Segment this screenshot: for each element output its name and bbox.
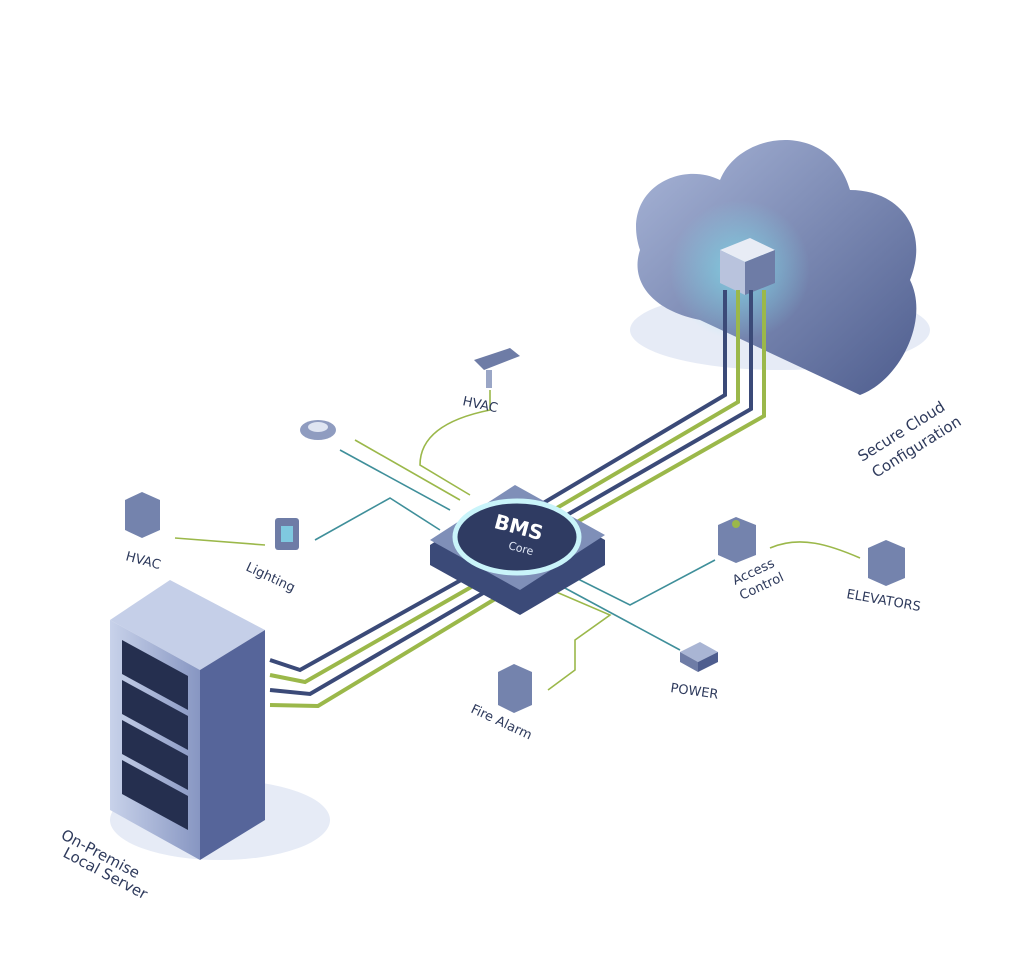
power-device[interactable]: POWER	[669, 642, 719, 703]
lighting-device[interactable]: Lighting	[243, 518, 299, 596]
on-premise-server[interactable]	[110, 580, 330, 860]
hvac-top-label: HVAC	[461, 394, 499, 416]
hvac-left-device[interactable]: HVAC	[124, 492, 162, 573]
hvac-top-device[interactable]: HVAC	[461, 348, 520, 416]
secure-cloud	[630, 140, 930, 395]
fire-alarm-device[interactable]: Fire Alarm	[468, 664, 534, 743]
cloud-gateway-icon	[720, 238, 775, 295]
hvac-left-label: HVAC	[124, 549, 162, 573]
cloud-trunk-cables	[538, 290, 766, 528]
access-control-device[interactable]: Access Control	[718, 517, 786, 604]
device-links	[174, 390, 861, 691]
elevators-device[interactable]: ELEVATORS	[845, 540, 922, 615]
bms-core[interactable]: BMS Core	[430, 485, 605, 615]
power-label: POWER	[669, 681, 719, 703]
lighting-label: Lighting	[243, 560, 297, 596]
elevators-label: ELEVATORS	[845, 587, 922, 615]
server-trunk-cables	[269, 573, 502, 709]
thermostat-device[interactable]	[300, 420, 336, 440]
core-subtitle: Core	[507, 539, 535, 558]
